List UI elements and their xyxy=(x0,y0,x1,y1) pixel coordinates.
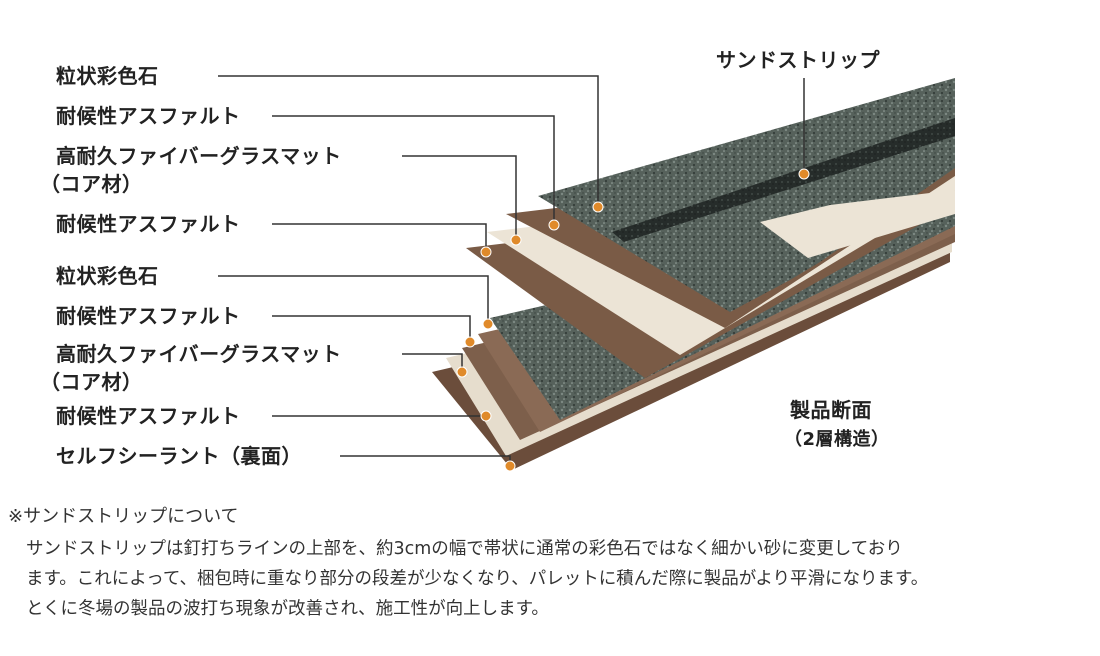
label-upper-asphalt: 耐候性アスファルト xyxy=(56,104,241,128)
dot-lower-asphalt xyxy=(464,336,476,348)
label-upper-fiber-sub: （コア材） xyxy=(40,172,143,196)
label-upper-asphalt-bottom: 耐候性アスファルト xyxy=(56,212,241,236)
upper-stone-tab-cutout xyxy=(760,190,955,258)
note-line-3: とくに冬場の製品の波打ち現象が改善され、施工性が向上します。 xyxy=(26,599,549,619)
leader-upper-asphalt-bottom xyxy=(272,223,487,252)
note-line-2: ます。これによって、梱包時に重なり部分の段差が少なくなり、パレットに積んだ際に製… xyxy=(26,569,929,589)
dot-upper-asphalt-bottom xyxy=(480,246,492,258)
dot-lower-stone xyxy=(482,318,494,330)
dot-upper-fiber xyxy=(510,234,522,246)
sand-strip-band xyxy=(612,118,955,242)
note-line-1: サンドストリップは釘打ちラインの上部を、約3cmの幅で帯状に通常の彩色石ではなく… xyxy=(26,539,903,559)
dot-lower-fiber xyxy=(456,366,468,378)
leader-upper-stone xyxy=(218,75,599,207)
leader-lower-asphalt xyxy=(272,315,471,342)
dot-upper-stone xyxy=(592,201,604,213)
label-lower-fiber-sub: （コア材） xyxy=(40,370,143,394)
label-sand-strip: サンドストリップ xyxy=(716,48,880,72)
leader-sealant xyxy=(340,455,511,466)
leader-lower-stone xyxy=(218,275,489,324)
label-section-sub: （2層構造） xyxy=(784,429,890,450)
leader-upper-fiber xyxy=(402,155,517,240)
label-upper-fiber: 高耐久ファイバーグラスマット xyxy=(56,144,342,168)
label-upper-stone: 粒状彩色石 xyxy=(56,64,159,88)
label-lower-asphalt-bottom: 耐候性アスファルト xyxy=(56,404,241,428)
dot-lower-asphalt-bottom xyxy=(480,410,492,422)
dot-upper-asphalt xyxy=(548,219,560,231)
label-section-title: 製品断面 xyxy=(790,398,872,422)
note-heading: ※サンドストリップについて xyxy=(8,506,239,527)
leader-upper-asphalt xyxy=(272,115,555,225)
leader-lower-fiber xyxy=(402,353,463,372)
label-lower-stone: 粒状彩色石 xyxy=(56,264,159,288)
dot-sealant xyxy=(504,460,516,472)
label-lower-fiber: 高耐久ファイバーグラスマット xyxy=(56,342,342,366)
dot-sand-strip xyxy=(798,168,810,180)
label-lower-asphalt: 耐候性アスファルト xyxy=(56,304,241,328)
label-sealant: セルフシーラント（裏面） xyxy=(56,444,302,468)
